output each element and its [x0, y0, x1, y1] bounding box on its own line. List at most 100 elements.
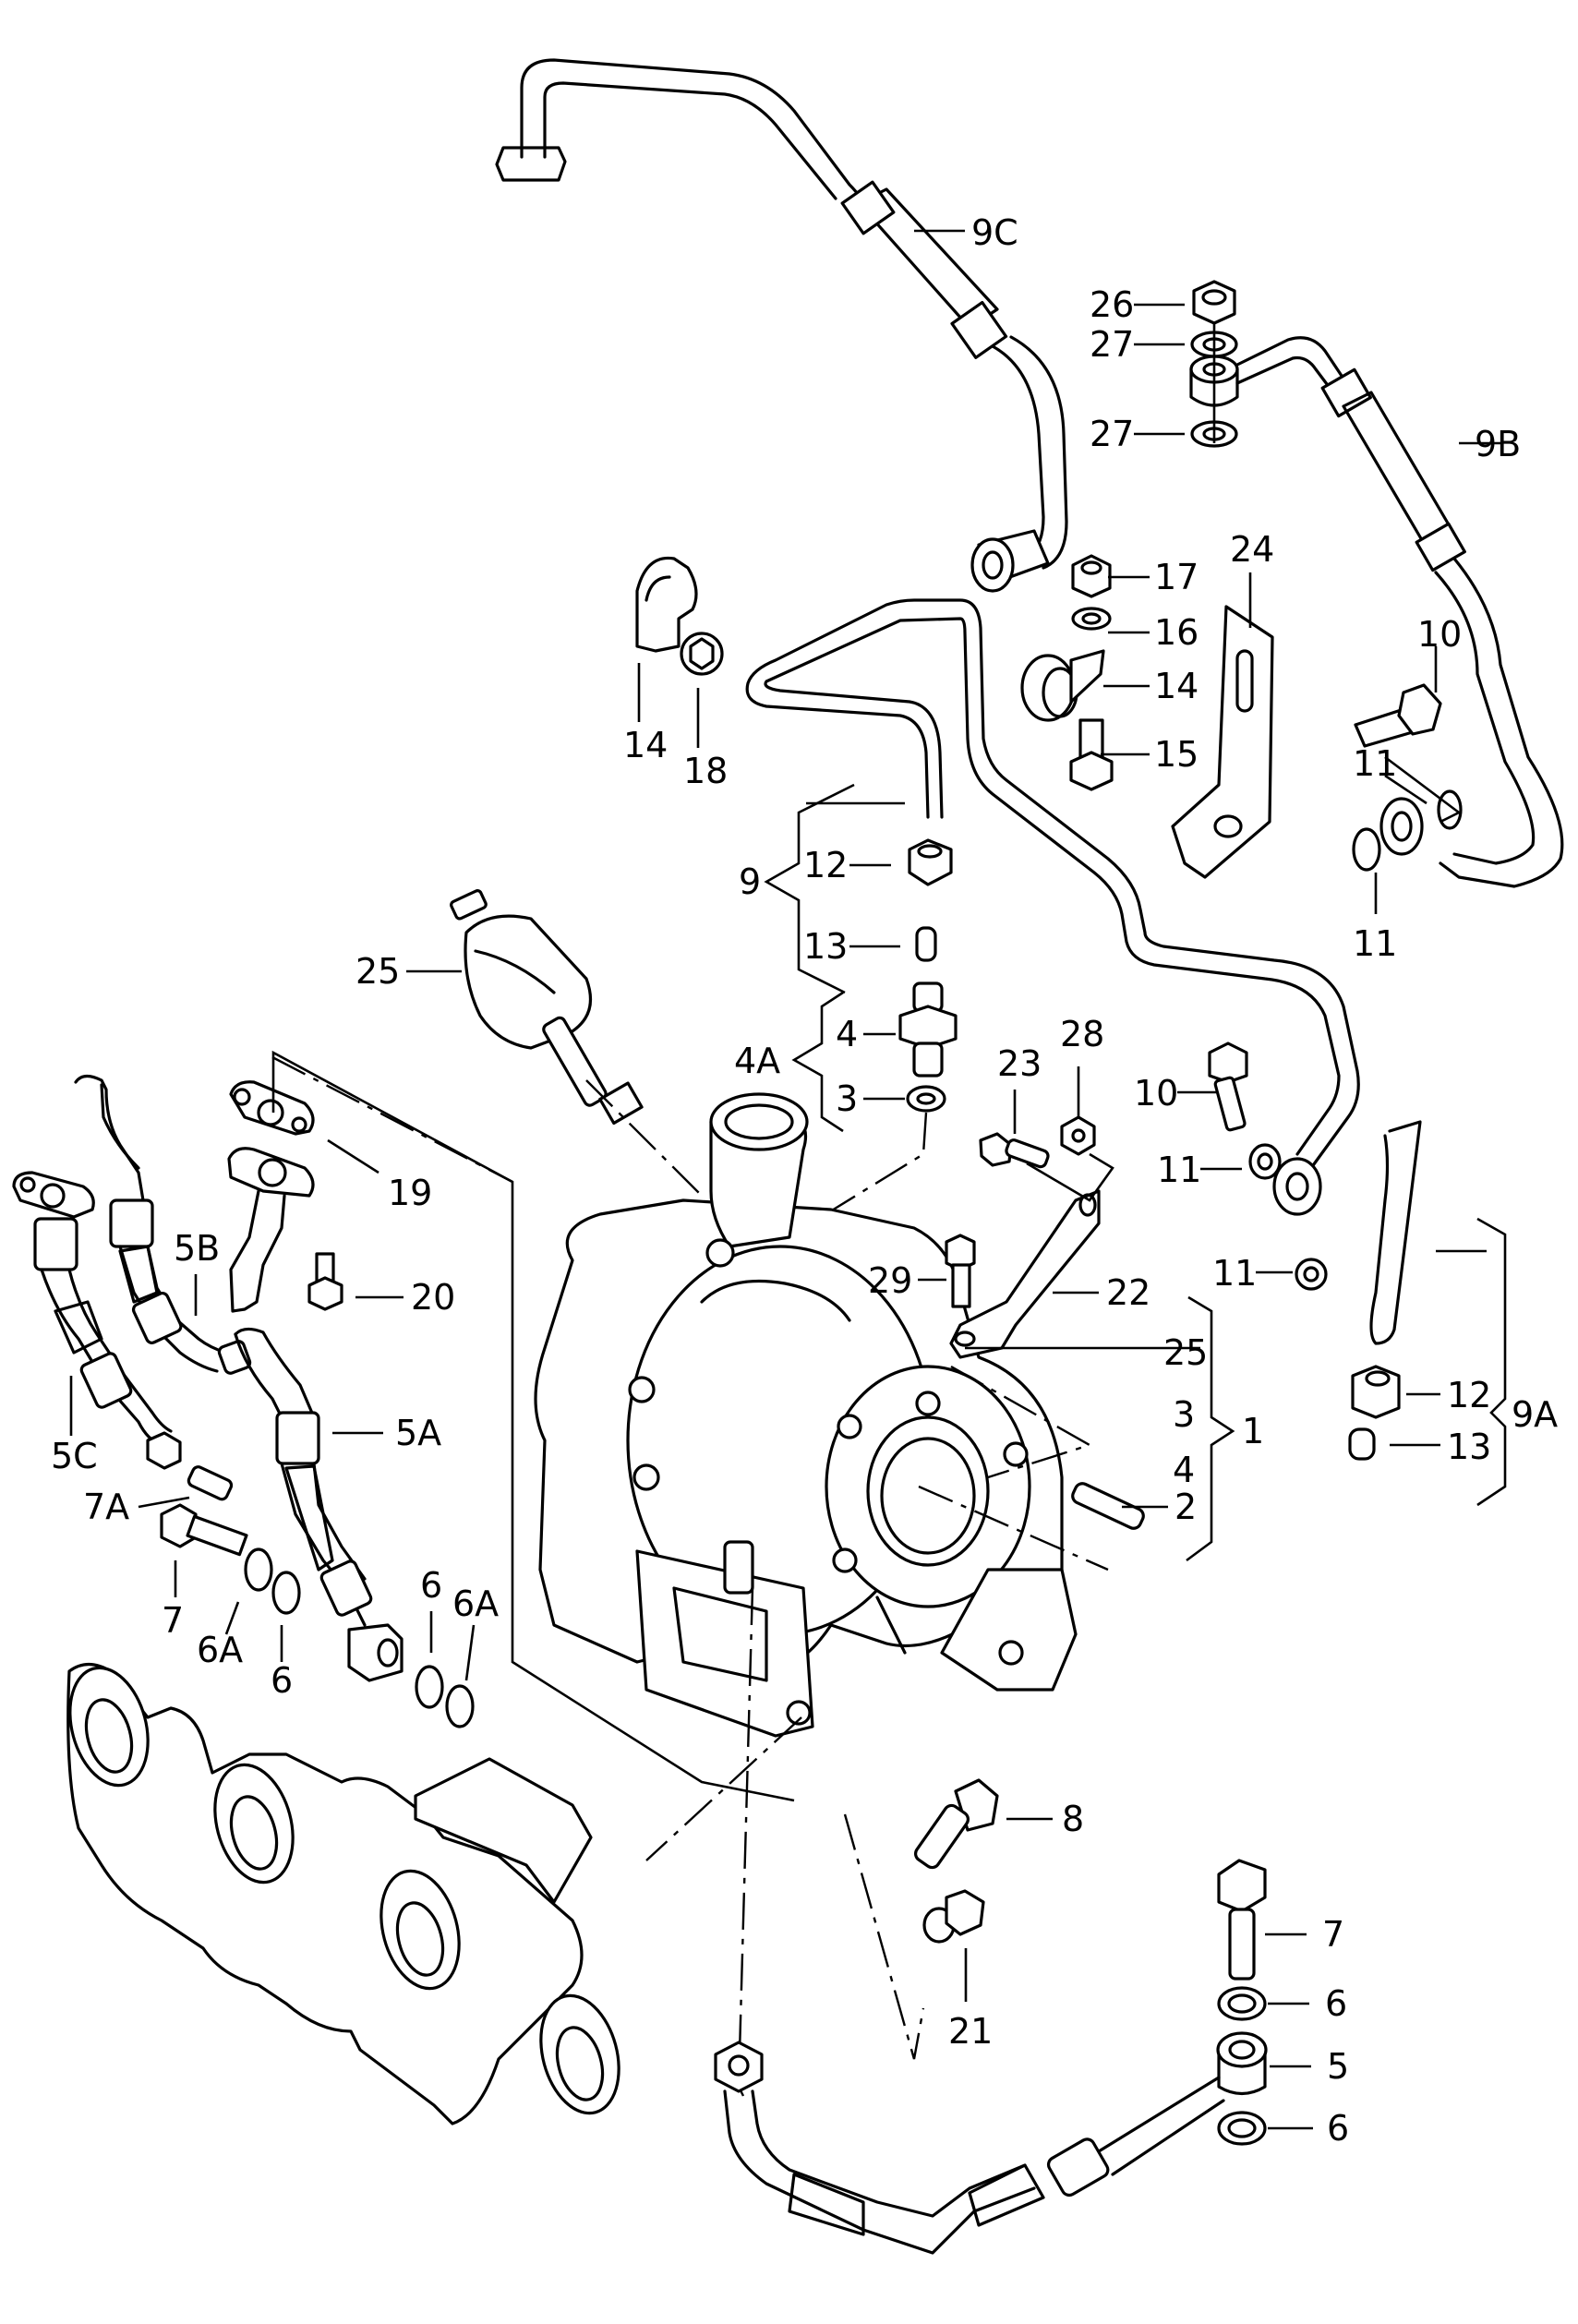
label-22: 22: [1106, 1272, 1150, 1313]
oil-line-9b: [1235, 336, 1564, 888]
label-10-lower: 10: [1134, 1073, 1178, 1114]
label-4a: 4A: [734, 1041, 780, 1081]
label-14-right: 14: [1154, 666, 1199, 706]
label-26: 26: [1090, 284, 1134, 325]
union-7a: [187, 1465, 234, 1501]
label-2: 2: [1174, 1487, 1197, 1527]
washer-11-mid-upper: [1248, 1143, 1282, 1180]
nipple-13-lower: [1348, 1427, 1376, 1461]
label-6-lower-upper: 6: [1325, 1983, 1347, 2024]
label-7-right: 7: [1322, 1914, 1344, 1955]
label-9: 9: [739, 861, 761, 902]
bolt-23: [979, 1132, 1050, 1169]
turbocharger-1: [534, 1092, 1078, 1738]
label-4-group: 4: [1173, 1450, 1195, 1490]
label-5b: 5B: [174, 1228, 220, 1269]
oil-line-9a: [1369, 1120, 1422, 1345]
label-8: 8: [1062, 1799, 1084, 1839]
banjo-bolt-7-left: [160, 1503, 248, 1557]
washer-6-right: [415, 1665, 444, 1709]
oil-line-5a: [234, 1327, 404, 1682]
label-11-mid-lower: 11: [1212, 1253, 1257, 1294]
oil-line-5c: [12, 1171, 182, 1470]
bolt-15: [1069, 718, 1114, 791]
label-17: 17: [1154, 557, 1199, 597]
label-19: 19: [388, 1173, 432, 1213]
washer-6-lower-lower: [1217, 2111, 1267, 2146]
label-24: 24: [1230, 529, 1274, 570]
label-6a-left: 6A: [197, 1630, 243, 1670]
label-15: 15: [1154, 734, 1199, 775]
nut-21: [922, 1889, 985, 1944]
label-6-left: 6: [271, 1660, 293, 1701]
label-3: 3: [836, 1078, 858, 1119]
bracket-24: [1171, 605, 1274, 879]
bolt-8: [913, 1778, 999, 1870]
label-7-left: 7: [162, 1600, 184, 1641]
label-5c: 5C: [51, 1436, 98, 1476]
label-3-group: 3: [1173, 1394, 1195, 1435]
washer-11-lower-right: [1352, 827, 1381, 872]
banjo-bolt-10-lower: [1208, 1042, 1248, 1132]
nut-28: [1060, 1115, 1096, 1156]
wastegate-actuator-25: [450, 889, 644, 1126]
cap-nut-17: [1071, 554, 1112, 598]
gasket-19: [229, 1080, 315, 1136]
stud-2: [1071, 1482, 1145, 1530]
label-21: 21: [948, 2011, 993, 2052]
union-4: [898, 981, 958, 1078]
label-9b: 9B: [1475, 424, 1521, 464]
label-25-actuator: 25: [355, 951, 400, 992]
label-23: 23: [997, 1043, 1042, 1084]
banjo-5: [1216, 2031, 1268, 2096]
label-27-upper: 27: [1090, 324, 1134, 365]
washer-11-mid-lower: [1295, 1258, 1328, 1291]
oil-line-9: [745, 598, 1360, 1216]
label-18: 18: [683, 751, 728, 791]
nut-12-lower: [1351, 1365, 1401, 1419]
label-6-lower-lower: 6: [1327, 2108, 1349, 2149]
oil-return-line-5: [714, 2041, 1225, 2255]
label-6-right: 6: [420, 1565, 442, 1606]
label-11-mid-upper: 11: [1157, 1150, 1201, 1190]
support-bracket-22: [949, 1189, 1101, 1359]
label-25-group: 25: [1163, 1332, 1208, 1373]
nut-26: [1192, 280, 1236, 325]
banjo-bolt-10-upper: [1354, 683, 1442, 748]
washer-6a-left: [244, 1547, 273, 1592]
label-12-lower: 12: [1447, 1375, 1491, 1415]
banjo-bolt-7-right: [1217, 1859, 1267, 1981]
washer-16: [1071, 607, 1112, 631]
label-20: 20: [411, 1277, 455, 1318]
label-13-upper: 13: [803, 926, 848, 967]
label-5: 5: [1327, 2046, 1349, 2087]
washer-3-upper: [906, 1085, 946, 1113]
label-13-lower: 13: [1447, 1427, 1491, 1467]
washer-6-left: [271, 1571, 301, 1615]
label-10-upper: 10: [1417, 614, 1462, 655]
label-6a-right: 6A: [452, 1583, 499, 1624]
clamp-14-left: [635, 556, 698, 653]
label-7a: 7A: [83, 1487, 129, 1527]
label-11-lower: 11: [1353, 923, 1397, 964]
oil-line-5b: [74, 1074, 252, 1375]
label-12-upper: 12: [803, 845, 848, 885]
washer-11-upper-right: [1437, 789, 1463, 830]
washer-6-lower-upper: [1217, 1986, 1267, 2021]
oil-line-9c: [495, 58, 1068, 593]
exhaust-manifold: [66, 1662, 620, 2125]
nut-12-upper: [908, 838, 953, 886]
banjo-fitting-9b-lower: [1379, 797, 1424, 856]
bolt-29: [945, 1234, 976, 1308]
label-29: 29: [868, 1260, 912, 1301]
nipple-13-upper: [915, 926, 937, 962]
label-9a: 9A: [1512, 1394, 1558, 1435]
label-16: 16: [1154, 612, 1199, 653]
label-28: 28: [1060, 1014, 1104, 1054]
label-11-upper: 11: [1353, 743, 1397, 784]
label-14-left: 14: [623, 725, 668, 765]
label-5a: 5A: [395, 1413, 441, 1453]
label-9c: 9C: [971, 212, 1018, 253]
bolt-20: [307, 1252, 343, 1311]
